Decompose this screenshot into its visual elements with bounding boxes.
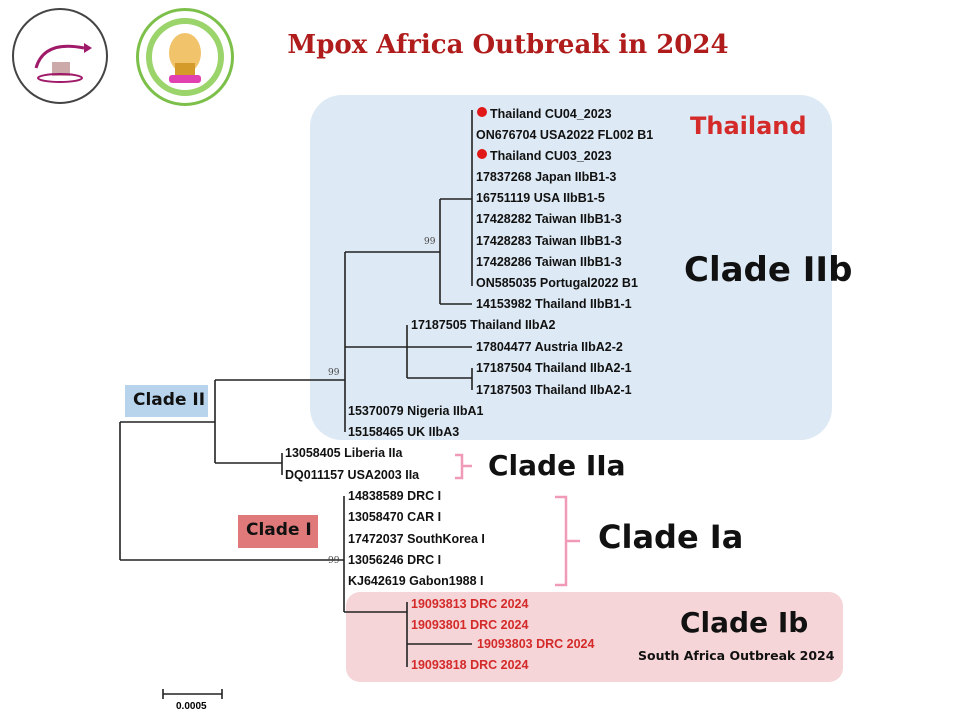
center-of-excellence-logo [12, 8, 108, 104]
tree-leaf-label: ON585035 Portugal2022 B1 [476, 276, 638, 290]
tree-leaf-label: KJ642619 Gabon1988 I [348, 574, 484, 588]
clade-iib-label: Clade IIb [684, 250, 853, 290]
bootstrap-value: 99 [328, 368, 340, 378]
tree-leaf-label: 14838589 DRC I [348, 489, 442, 503]
clade-bracket [455, 453, 472, 480]
tree-leaf-label: 15158465 UK IIbA3 [348, 425, 460, 439]
tree-leaf-label: 17472037 SouthKorea I [348, 532, 485, 546]
tree-leaf-label: 19093813 DRC 2024 [411, 597, 529, 611]
clade-ii-label: Clade II [133, 390, 206, 410]
faculty-of-medicine-logo [136, 8, 234, 106]
tree-leaf-label: 17804477 Austria IIbA2-2 [476, 340, 623, 354]
tree-leaf-label: 17187504 Thailand IIbA2-1 [476, 361, 632, 375]
clade-ib-box [346, 592, 843, 682]
tree-leaf-label: 13056246 DRC I [348, 553, 442, 567]
tree-leaf-label: 13058405 Liberia IIa [285, 446, 403, 460]
tree-leaf-label: 15370079 Nigeria IIbA1 [348, 404, 484, 418]
scale-bar-label: 0.0005 [176, 701, 207, 712]
tree-leaf-label: Thailand CU04_2023 [490, 107, 612, 121]
tree-leaf-label: 17428282 Taiwan IIbB1-3 [476, 212, 622, 226]
tree-leaf-label: 16751119 USA IIbB1-5 [476, 191, 605, 205]
highlight-dot-icon [477, 149, 487, 159]
tree-leaf-label: 19093801 DRC 2024 [411, 618, 529, 632]
clade-i-label: Clade I [246, 520, 312, 540]
logo-emblem-icon [34, 43, 92, 83]
tree-leaf-label: 17428283 Taiwan IIbB1-3 [476, 234, 622, 248]
highlight-dot-icon [477, 107, 487, 117]
clade-ib-label: Clade Ib [680, 606, 809, 639]
clade-ib-subtitle: South Africa Outbreak 2024 [638, 648, 835, 663]
tree-leaf-label: 14153982 Thailand IIbB1-1 [476, 297, 632, 311]
clade-ii-badge [125, 385, 208, 417]
tree-leaf-label: 19093803 DRC 2024 [477, 637, 595, 651]
clade-iia-label: Clade IIa [488, 449, 626, 482]
tree-leaf-label: DQ011157 USA2003 IIa [285, 468, 420, 482]
tree-leaf-label: Thailand CU03_2023 [490, 149, 612, 163]
clade-iib-box [310, 95, 832, 440]
clade-i-badge [238, 515, 318, 548]
tree-leaf-label: 17187503 Thailand IIbA2-1 [476, 383, 632, 397]
tree-leaf-label: 13058470 CAR I [348, 510, 442, 524]
clade-ia-label: Clade Ia [598, 518, 744, 556]
tree-leaf-label: ON676704 USA2022 FL002 B1 [476, 128, 654, 142]
tree-leaf-label: 17837268 Japan IIbB1-3 [476, 170, 617, 184]
tree-leaf-label: 17187505 Thailand IIbA2 [411, 318, 556, 332]
thailand-label: Thailand [690, 112, 807, 140]
bootstrap-value: 99 [328, 556, 340, 566]
tree-leaf-label: 19093818 DRC 2024 [411, 658, 529, 672]
bootstrap-value: 99 [424, 237, 436, 247]
crest-emblem-icon [146, 18, 224, 96]
tree-leaf-label: 17428286 Taiwan IIbB1-3 [476, 255, 622, 269]
clade-bracket [555, 495, 580, 587]
page-title: Mpox Africa Outbreak in 2024 [287, 30, 729, 60]
